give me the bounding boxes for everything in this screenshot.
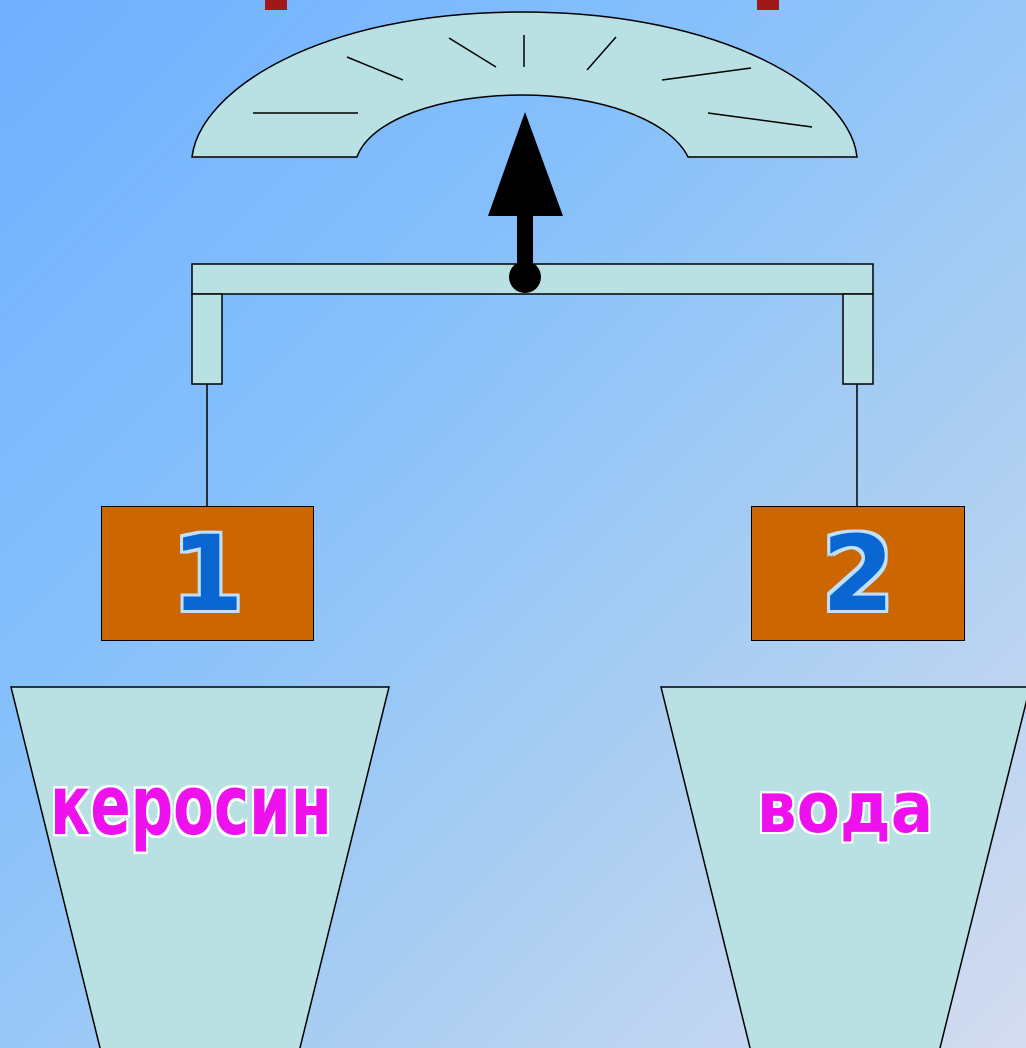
scale-dial bbox=[191, 11, 858, 158]
water-label: вода bbox=[756, 767, 934, 849]
block-1-number: 1 bbox=[171, 512, 244, 635]
block-1: 1 bbox=[101, 506, 314, 641]
scale-ticks bbox=[253, 35, 813, 128]
kerosene-label: керосин bbox=[50, 757, 332, 854]
right-vessel bbox=[660, 686, 1026, 1048]
left-hanger bbox=[191, 293, 223, 385]
title-fragment-left bbox=[265, 0, 287, 10]
title-fragment-right bbox=[757, 0, 779, 10]
left-vessel bbox=[10, 686, 390, 1048]
block-2-number: 2 bbox=[821, 512, 895, 635]
block-2: 2 bbox=[751, 506, 965, 641]
right-hanger bbox=[842, 293, 874, 385]
